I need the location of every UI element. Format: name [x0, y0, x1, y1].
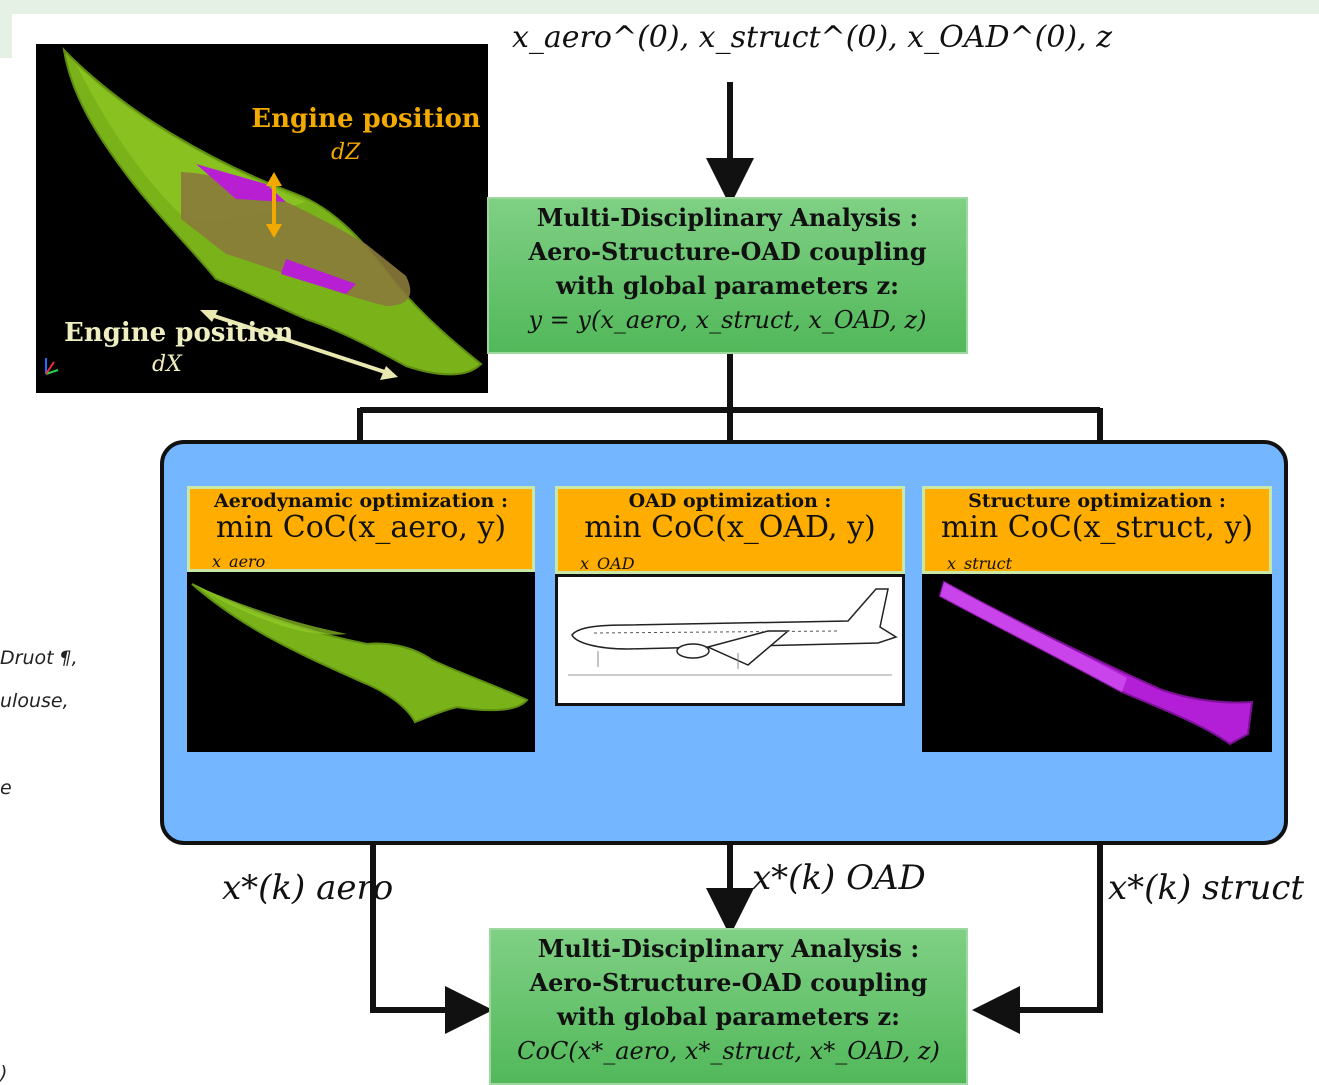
mda-top-line2: Aero-Structure-OAD coupling: [528, 237, 927, 266]
mda-top-line4: y = y(x_aero, x_struct, x_OAD, z): [528, 306, 927, 334]
side-text-4: ): [0, 1062, 8, 1084]
engine-dx-arrow: [207, 312, 392, 376]
aero-wing-render: [187, 572, 535, 752]
mda-bottom-line2: Aero-Structure-OAD coupling: [529, 968, 928, 997]
side-text-2: ulouse,: [0, 690, 69, 712]
mda-bottom-line4: CoC(x*_aero, x*_struct, x*_OAD, z): [517, 1037, 940, 1065]
oad-opt-title: OAD optimization :: [628, 490, 832, 512]
oad-opt-expr: min CoC(x_OAD, y): [584, 510, 876, 545]
engine-dx-label: Engine position: [64, 318, 294, 348]
aero-opt-expr: min CoC(x_aero, y): [215, 510, 507, 545]
struct-opt-title: Structure optimization :: [968, 490, 1226, 512]
struct-opt-expr: min CoC(x_struct, y): [940, 510, 1254, 545]
engine-core-lower: [281, 259, 356, 294]
mda-bottom-box: Multi-Disciplinary Analysis : Aero-Struc…: [489, 928, 968, 1085]
engine-dx-var: dX: [152, 352, 182, 377]
structure-render: [922, 574, 1272, 752]
structure-optimization-box: Structure optimization : min CoC(x_struc…: [922, 486, 1272, 574]
engine-core: [196, 164, 286, 202]
mda-top-box: Multi-Disciplinary Analysis : Aero-Struc…: [487, 197, 968, 354]
struct-opt-sub: x_struct: [947, 554, 1013, 573]
structure-svg: [938, 580, 1254, 746]
side-text-3: e: [0, 777, 12, 799]
engine-position-render: Engine position dZ Engine position dX: [36, 44, 488, 393]
struct-output-label: x*(k) struct: [1108, 868, 1305, 908]
mda-top-line3: with global parameters z:: [556, 271, 899, 300]
left-band: [0, 14, 12, 58]
engine-dz-label: Engine position: [251, 104, 481, 134]
mda-bottom-line3: with global parameters z:: [557, 1002, 900, 1031]
engine-dz-var: dZ: [331, 140, 361, 165]
aero-output-label: x*(k) aero: [222, 868, 394, 908]
aircraft-svg: [568, 588, 898, 676]
aero-wing-svg: [191, 583, 529, 724]
aircraft-drawing: [555, 574, 905, 706]
mda-top-line1: Multi-Disciplinary Analysis :: [536, 203, 919, 232]
oad-output-label: x*(k) OAD: [752, 858, 926, 898]
aero-optimization-box: Aerodynamic optimization : min CoC(x_aer…: [187, 486, 535, 572]
aero-opt-sub: x_aero: [212, 552, 266, 571]
aero-opt-title: Aerodynamic optimization :: [214, 490, 508, 512]
side-text-1: Druot ¶,: [0, 647, 78, 669]
oad-optimization-box: OAD optimization : min CoC(x_OAD, y) x_O…: [555, 486, 905, 574]
axis-triad-icon: [45, 358, 59, 375]
engine-nacelle: [181, 172, 411, 306]
oad-opt-sub: x_OAD: [580, 554, 635, 573]
mda-bottom-line1: Multi-Disciplinary Analysis :: [537, 934, 920, 963]
top-band: [0, 0, 1319, 14]
initial-inputs-label: x_aero^(0), x_struct^(0), x_OAD^(0), z: [512, 20, 1112, 55]
wing-engine-svg: [45, 47, 483, 380]
